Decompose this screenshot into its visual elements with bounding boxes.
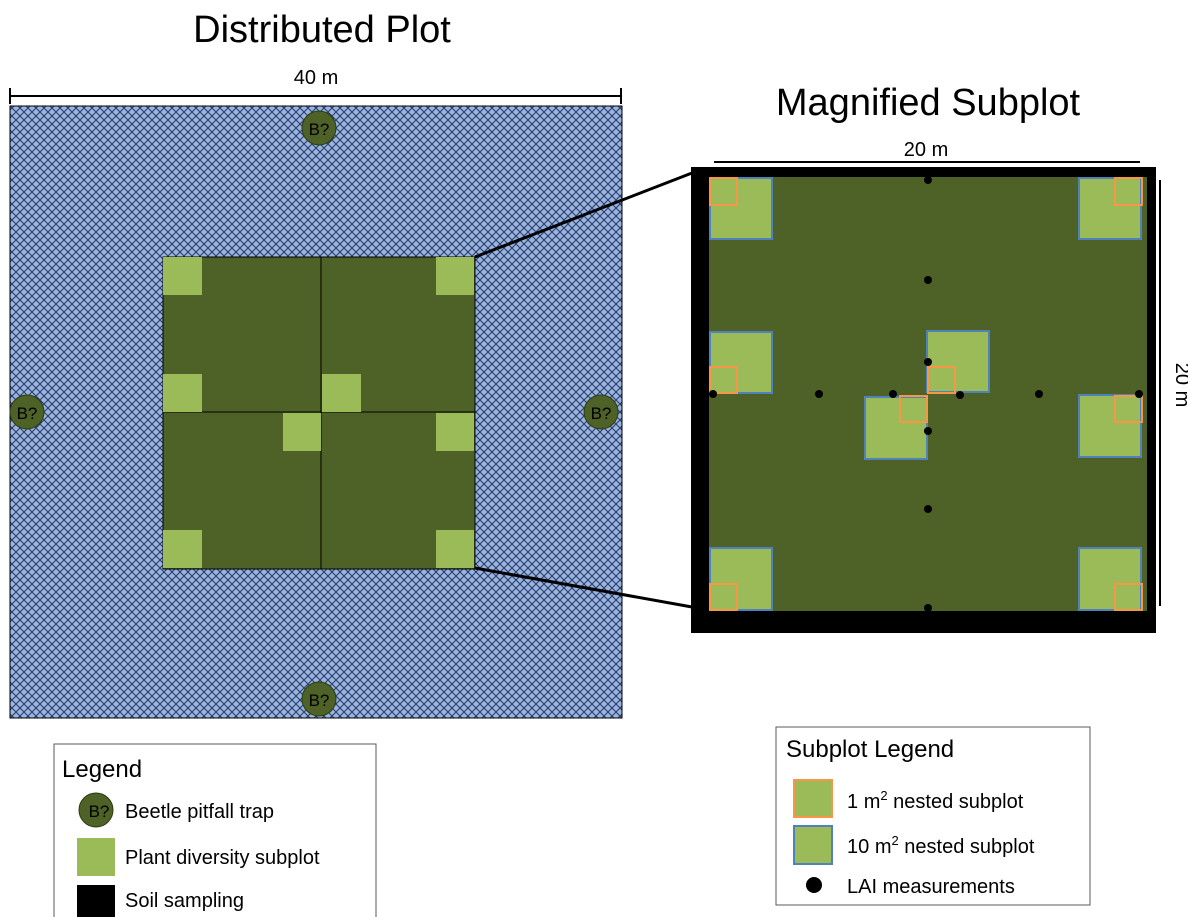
legend-title: Legend — [62, 756, 142, 783]
beetle-trap-label: B? — [309, 691, 330, 710]
lai-point — [924, 505, 932, 513]
lai-point — [1035, 390, 1043, 398]
soil-sampling-swatch — [77, 885, 115, 917]
nested-1m2-subplot — [1114, 583, 1143, 611]
nested-10m2-subplot — [864, 396, 928, 460]
plant-subplot — [436, 413, 474, 451]
subplot-width-label: 20 m — [904, 139, 948, 161]
legend-item-beetle-label: Beetle pitfall trap — [125, 801, 274, 823]
nested-1m2-swatch — [793, 779, 833, 818]
plant-subplot — [436, 530, 474, 568]
subplot-legend-item-lai: LAI measurements — [847, 876, 1015, 898]
beetle-trap-top: B? — [301, 110, 337, 146]
plant-subplot — [163, 530, 202, 568]
beetle-trap-icon-label: B? — [89, 802, 110, 821]
plot-width-dimension — [9, 88, 622, 104]
magnify-connector-top — [474, 171, 693, 259]
plant-subplot-swatch — [77, 838, 115, 876]
subplot-legend: Subplot Legend 1 m2 nested subplot 10 m2… — [775, 726, 1091, 906]
lai-point — [956, 391, 964, 399]
nested-1m2-subplot — [927, 366, 956, 394]
plant-subplot — [283, 413, 321, 451]
lai-measurement-points — [709, 176, 1143, 612]
plant-subplot — [436, 257, 474, 295]
nested-1m2-subplot — [1114, 177, 1143, 206]
legend-item-soil-label: Soil sampling — [125, 890, 244, 912]
subplot-legend-item-1m2: 1 m2 nested subplot — [847, 788, 1024, 813]
nested-10m2-subplot — [1078, 177, 1142, 240]
beetle-trap-left: B? — [9, 394, 45, 430]
plant-subplot — [322, 374, 361, 412]
nested-1m2-subplot — [899, 395, 928, 423]
beetle-trap-bottom: B? — [301, 681, 337, 717]
beetle-trap-label: B? — [591, 404, 612, 423]
subplot-height-label: 20 m — [1171, 363, 1188, 407]
legend: Legend B? Beetle pitfall trap Plant dive… — [53, 743, 377, 917]
lai-point — [924, 358, 932, 366]
nested-10m2-subplot — [709, 177, 773, 240]
lai-dot-icon — [806, 877, 822, 893]
nested-10m2-subplot — [1078, 394, 1142, 458]
nested-1m2-subplots — [709, 177, 1143, 611]
central-subplot-grid — [162, 256, 476, 570]
plot-width-label: 40 m — [294, 67, 338, 89]
lai-point — [924, 176, 932, 184]
nested-1m2-subplot — [709, 583, 738, 611]
beetle-trap-label: B? — [309, 120, 330, 139]
nested-1m2-subplot — [1114, 395, 1143, 423]
beetle-trap-label: B? — [17, 404, 38, 423]
plant-subplot — [163, 257, 202, 295]
nested-10m2-subplot — [709, 331, 773, 394]
subplot-legend-title: Subplot Legend — [786, 736, 954, 763]
legend-item-plant-label: Plant diversity subplot — [125, 847, 320, 869]
lai-point — [924, 604, 932, 612]
beetle-trap-right: B? — [583, 394, 619, 430]
lai-point — [924, 427, 932, 435]
subplot-legend-item-10m2: 10 m2 nested subplot — [847, 833, 1035, 858]
nested-10m2-subplot — [926, 330, 990, 393]
distributed-plot-title: Distributed Plot — [193, 9, 451, 51]
nested-10m2-subplot — [1078, 547, 1142, 611]
nested-1m2-subplot — [709, 177, 738, 206]
beetle-trap-icon: B? — [78, 792, 114, 828]
plant-subplot — [163, 374, 202, 412]
lai-point — [889, 390, 897, 398]
nested-10m2-subplots — [709, 177, 1142, 611]
nested-10m2-subplot — [709, 547, 773, 611]
lai-point — [709, 390, 717, 398]
magnified-subplot-title: Magnified Subplot — [776, 82, 1081, 124]
lai-point — [924, 276, 932, 284]
lai-point — [1135, 390, 1143, 398]
lai-point — [815, 390, 823, 398]
nested-1m2-subplot — [709, 366, 738, 394]
magnify-connector-bottom — [474, 566, 693, 609]
nested-10m2-swatch — [793, 825, 833, 865]
